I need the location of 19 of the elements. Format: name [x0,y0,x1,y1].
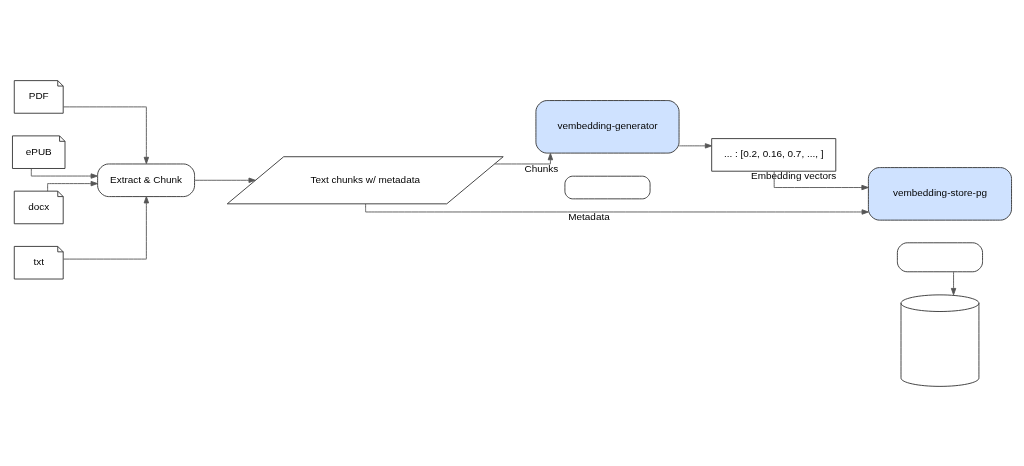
node-box: vembedding-store-pg [867,166,1012,221]
arrow [773,170,869,190]
node-box: ... : [0.2, 0.16, 0.7, ..., ] [711,137,837,172]
arrow [678,142,713,149]
arrow [365,203,869,215]
arrow [47,180,98,192]
arrow [950,270,957,295]
edge-label: Chunks [524,162,559,174]
node-box: Extract & Chunk [97,163,195,197]
arrow [494,152,554,164]
arrow [62,195,150,260]
edge-label: Metadata [568,210,610,222]
node-box: vembedding-generator [535,99,680,154]
arrow [62,105,150,164]
arrow [194,177,256,183]
node-label: Embedding vectors [751,169,837,181]
arrow [30,167,98,179]
node-box [896,241,983,272]
node-box [564,175,651,199]
